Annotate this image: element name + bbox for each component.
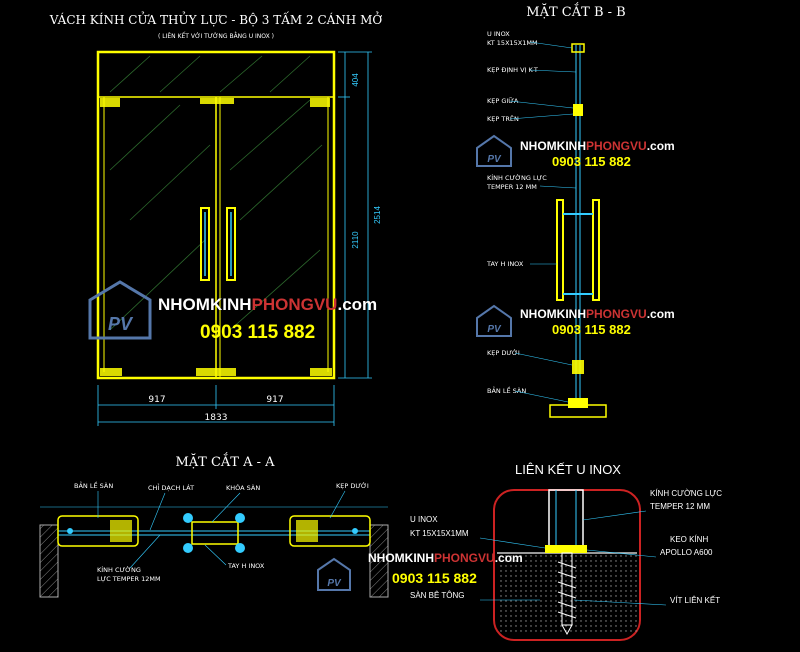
watermark-logo-left: PV — [88, 280, 152, 340]
dim-total-height: 2514 — [373, 206, 382, 224]
aa-label-kinh: KÍNH CƯỜNG — [97, 565, 141, 574]
watermark-logo-bb-1: PV — [476, 134, 512, 167]
detail-label-kinh-sub: TEMPER 12 MM — [650, 502, 710, 511]
bb-label-kep-duoi: KẸP DƯỚI — [487, 348, 520, 357]
bb-label-kep-tren: KẸP TRÊN — [487, 114, 519, 123]
detail-leader-lines — [479, 510, 667, 606]
main-subtitle: ( LIÊN KẾT VỚI TƯỜNG BẰNG U INOX ) — [158, 32, 274, 40]
detail-label-kinh: KÍNH CƯỜNG LỰC — [650, 489, 722, 498]
svg-text:PV: PV — [487, 154, 502, 165]
bb-label-ban-le: BẢN LỀ SÀN — [487, 385, 526, 395]
aa-label-kep-duoi: KẸP DƯỚI — [336, 481, 369, 490]
detail-label-san: SÀN BÊ TÔNG — [410, 591, 465, 600]
aa-label-tay-h: TAY H INOX — [227, 562, 265, 570]
watermark-phone-bb-2: 0903 115 882 — [552, 322, 631, 337]
detail-title: LIÊN KẾT U INOX — [515, 462, 621, 477]
svg-text:PV: PV — [487, 324, 502, 335]
section-bb-drawing — [549, 43, 607, 418]
door-elevation — [96, 50, 336, 380]
aa-label-khoa-san: KHÓA SÀN — [226, 483, 260, 492]
watermark-brand-bb-2: NHOMKINHPHONGVU.com — [520, 307, 675, 321]
aa-label-ban-le: BẢN LỀ SÀN — [74, 480, 113, 490]
dim-total-width: 1833 — [205, 413, 228, 423]
watermark-phone-left: 0903 115 882 — [200, 322, 315, 343]
watermark-logo-aa: PV — [317, 557, 351, 591]
watermark-brand-left: NHOMKINHPHONGVU.com — [158, 295, 377, 314]
watermark-brand-detail: NHOMKINHPHONGVU.com — [368, 551, 523, 565]
watermark-phone-bb-1: 0903 115 882 — [552, 154, 631, 169]
dim-door-height: 2110 — [351, 231, 360, 249]
bb-label-kinh-sub: TEMPER 12 MM — [486, 183, 537, 191]
aa-label-kinh-sub: LỰC TEMPER 12MM — [97, 575, 161, 583]
section-aa-title: MẶT CẮT A - A — [175, 452, 275, 470]
section-bb-title: MẶT CẮT B - B — [526, 2, 625, 20]
vertical-dimensions — [338, 51, 372, 379]
main-title: VÁCH KÍNH CỬA THỦY LỰC - BỘ 3 TẤM 2 CÁNH… — [49, 10, 383, 27]
bb-label-kep-dinh-vi: KẸP ĐỊNH VỊ K-T — [487, 66, 538, 74]
horizontal-dimensions — [97, 385, 335, 426]
detail-label-keo-sub: APOLLO A600 — [660, 548, 713, 557]
aa-label-chi-dach: CHỈ DẠCH LÁT — [148, 483, 194, 492]
svg-text:PV: PV — [327, 578, 342, 589]
detail-label-keo: KEO KÍNH — [670, 535, 708, 544]
bb-leader-lines — [509, 41, 577, 403]
watermark-brand-bb-1: NHOMKINHPHONGVU.com — [520, 139, 675, 153]
detail-label-vit: VÍT LIÊN KẾT — [670, 595, 720, 605]
detail-label-u-size: KT 15X15X1MM — [410, 529, 469, 538]
detail-label-u-inox: U INOX — [410, 515, 438, 524]
detail-drawing — [493, 489, 641, 641]
bb-label-u-inox: U INOX — [487, 30, 510, 38]
dim-left-width: 917 — [148, 395, 165, 405]
svg-text:PV: PV — [108, 314, 134, 334]
section-aa-drawing — [39, 506, 389, 598]
aa-leader-lines — [97, 490, 346, 569]
bb-label-tay-h: TAY H INOX — [486, 260, 524, 268]
watermark-logo-bb-2: PV — [476, 304, 512, 337]
bb-label-kinh: KÍNH CƯỜNG LỰC — [487, 173, 547, 182]
dim-top-404: 404 — [351, 73, 360, 87]
dim-right-width: 917 — [266, 395, 283, 405]
bb-label-u-size: KT 15X15X1MM — [487, 39, 538, 47]
watermark-phone-detail: 0903 115 882 — [392, 570, 477, 586]
bb-label-kep-giua: KẸP GIỮA — [487, 96, 519, 105]
